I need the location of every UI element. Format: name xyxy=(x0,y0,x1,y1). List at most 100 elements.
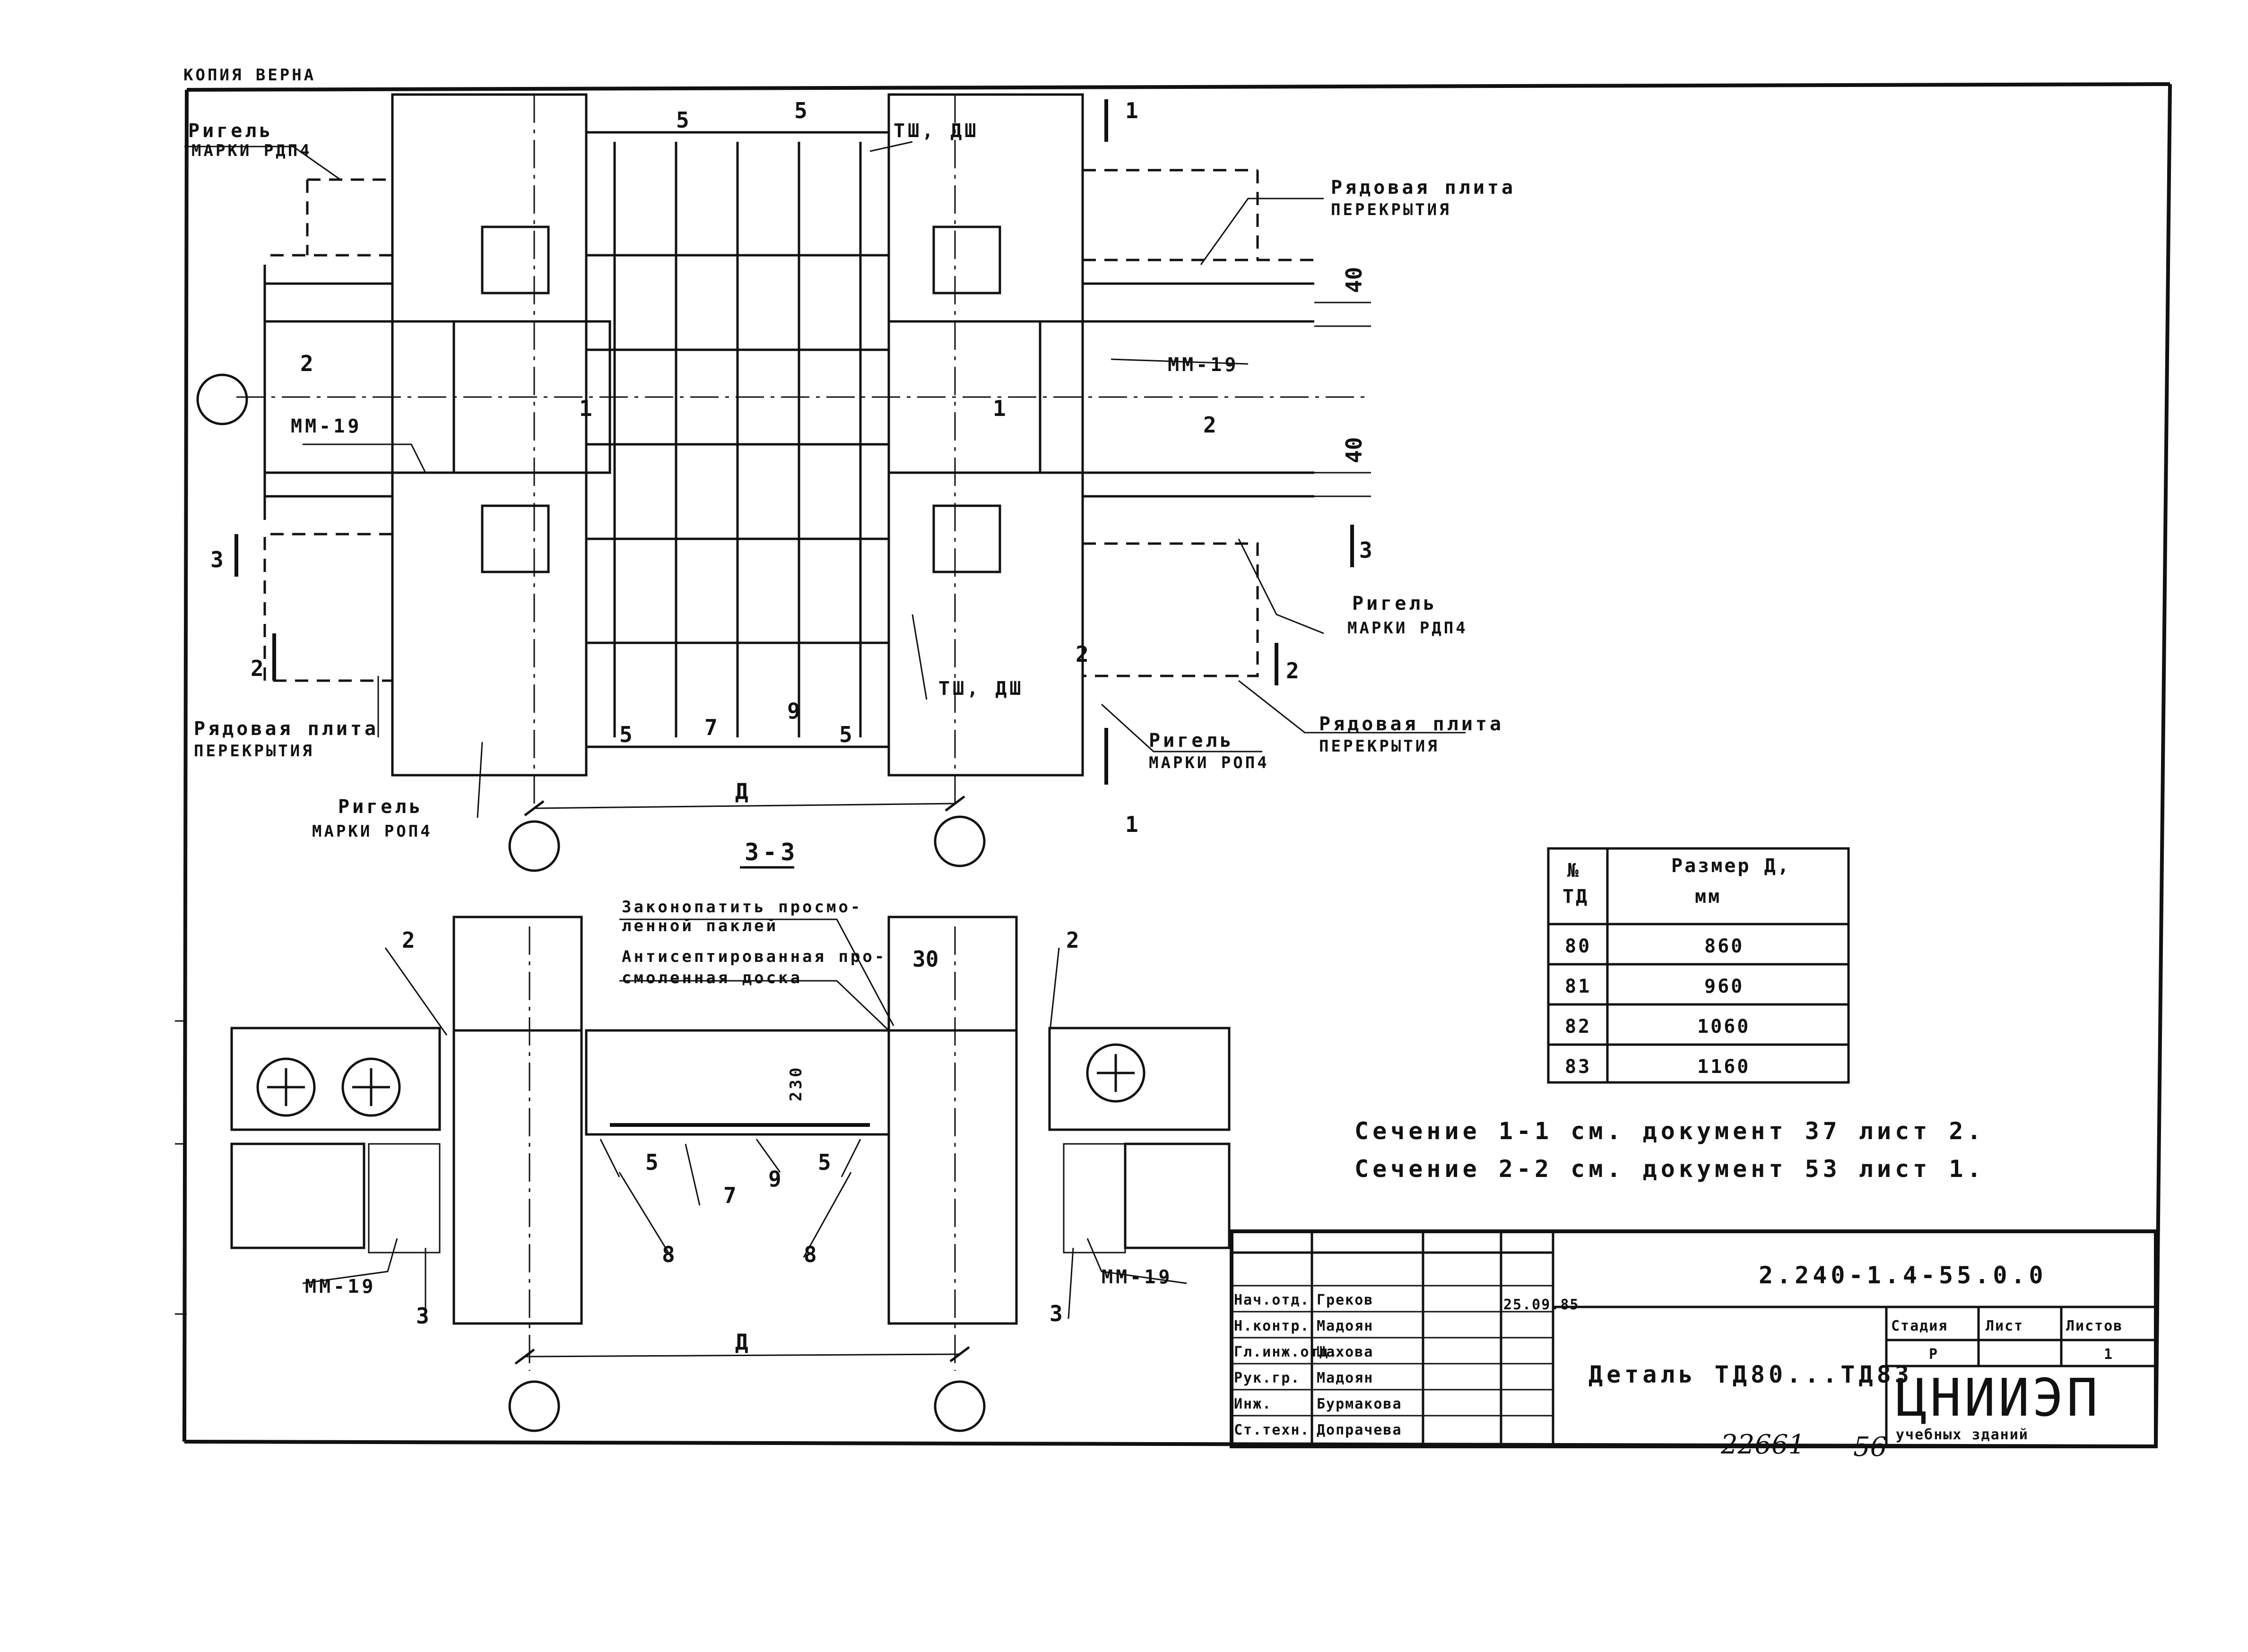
drawing-title: Деталь ТД80...ТД83 xyxy=(1588,1361,1913,1388)
note-section-2-2: Сечение 2-2 см. документ 53 лист 1. xyxy=(1354,1155,1985,1183)
sec-callout-7: 7 xyxy=(723,1183,737,1208)
left-column xyxy=(391,93,588,777)
callout-7: 7 xyxy=(704,715,718,740)
org-sub: учебных зданий xyxy=(1896,1427,2029,1443)
staff-name: Шахова xyxy=(1317,1344,1373,1360)
staff-role: Н.контр. xyxy=(1234,1318,1310,1334)
staff-name: Греков xyxy=(1317,1292,1373,1308)
label-rigel-br-1: Ригель xyxy=(1149,730,1234,752)
size-table: № ТД Размер Д, мм 80 860 81 960 82 1060 … xyxy=(1547,847,1850,1084)
staff-role: Гл.инж.отд. xyxy=(1234,1344,1338,1360)
label-caulk-1: Законопатить просмо- xyxy=(622,898,862,917)
label-tsh-dsh-bottom: ТШ, ДШ xyxy=(938,678,1024,700)
label-rigel-r-1: Ригель xyxy=(1352,593,1438,614)
sheet-frame xyxy=(175,82,2172,1448)
staff-role: Инж. xyxy=(1234,1396,1272,1412)
date: 25.09.85 xyxy=(1503,1297,1580,1313)
label-rigel-r-2: МАРКИ РДП4 xyxy=(1347,619,1468,638)
label-plate-br-2: ПЕРЕКРЫТИЯ xyxy=(1319,737,1440,756)
callout-1b: 1 xyxy=(993,396,1006,421)
sheets-label: Листов xyxy=(2066,1318,2123,1334)
table-row-size: 860 xyxy=(1704,935,1744,957)
label-tsh-dsh-top: ТШ, ДШ xyxy=(894,120,979,142)
cut-1-top: 1 xyxy=(1125,98,1138,123)
table-row-td: 80 xyxy=(1565,935,1591,957)
label-plate-tr-1: Рядовая плита xyxy=(1331,177,1516,199)
label-board-2: смоленная доска xyxy=(622,969,802,987)
callout-5b: 5 xyxy=(794,98,807,123)
staff-role: Ст.техн. xyxy=(1234,1422,1310,1438)
note-section-1-1: Сечение 1-1 см. документ 37 лист 2. xyxy=(1354,1117,1985,1145)
label-rigel-bl-1: Ригель xyxy=(338,796,424,818)
axis-bubble-left xyxy=(196,373,248,425)
sec-cut-3-left: 3 xyxy=(416,1303,429,1329)
callout-5c: 5 xyxy=(619,722,633,747)
label-rigel-tl-2: МАРКИ РДП4 xyxy=(191,141,312,160)
table-row-size: 960 xyxy=(1704,976,1744,997)
stage-value: Р xyxy=(1929,1346,1938,1363)
dim-d-plan: Д xyxy=(735,778,748,804)
copy-stamp: КОПИЯ ВЕРНА xyxy=(183,66,316,85)
callout-5d: 5 xyxy=(839,722,852,747)
doc-code: 2.240-1.4-55.0.0 xyxy=(1759,1262,2047,1289)
label-mm19-left: ММ-19 xyxy=(291,415,362,437)
cut-2-right: 2 xyxy=(1286,658,1299,683)
table-header-unit: мм xyxy=(1695,886,1721,908)
sec-mm19-left: ММ-19 xyxy=(305,1276,376,1297)
staff-role: Нач.отд. xyxy=(1234,1292,1310,1308)
label-plate-tr-2: ПЕРЕКРЫТИЯ xyxy=(1331,200,1451,219)
label-plate-bl-1: Рядовая плита xyxy=(194,718,379,740)
sec-callout-8-left: 8 xyxy=(662,1242,675,1267)
dim-40-top: 40 xyxy=(1341,267,1367,293)
sec-callout-2-right: 2 xyxy=(1066,927,1079,953)
staff-role: Рук.гр. xyxy=(1234,1370,1300,1386)
sheets-value: 1 xyxy=(2104,1346,2113,1363)
section-3-3: 3-3 xyxy=(230,839,1231,1432)
label-mm19-right: ММ-19 xyxy=(1168,354,1239,376)
table-header-no: № xyxy=(1567,860,1580,882)
staff-name: Бурмакова xyxy=(1317,1396,1402,1412)
callout-9: 9 xyxy=(787,698,800,724)
label-rigel-br-2: МАРКИ РОП4 xyxy=(1149,753,1269,772)
label-board-1: Антисептированная про- xyxy=(622,947,886,966)
axis-bubble-bottom-right xyxy=(934,815,986,867)
plan-view: Ригель МАРКИ РДП4 Рядовая плита ПЕРЕКРЫТ… xyxy=(184,93,1516,872)
callout-1a: 1 xyxy=(579,396,592,421)
label-plate-bl-2: ПЕРЕКРЫТИЯ xyxy=(194,742,314,761)
page-number: 56 xyxy=(1853,1432,1887,1462)
sec-callout-2-left: 2 xyxy=(402,927,415,953)
sec-callout-5-right: 5 xyxy=(818,1150,831,1175)
cut-3-right: 3 xyxy=(1359,537,1372,563)
title-block: 2.240-1.4-55.0.0 Деталь ТД80...ТД83 Стад… xyxy=(1230,1229,2158,1448)
axis-bubble-bottom-left xyxy=(508,820,560,872)
label-rigel-tl-1: Ригель xyxy=(188,120,274,142)
sec-callout-8-right: 8 xyxy=(804,1242,817,1267)
cut-2-left: 2 xyxy=(251,656,264,681)
table-row-td: 82 xyxy=(1565,1016,1591,1038)
sec-cut-3-right: 3 xyxy=(1050,1301,1063,1326)
section-title: 3-3 xyxy=(745,839,799,866)
table-row-size: 1060 xyxy=(1697,1016,1750,1038)
table-header-size: Размер Д, xyxy=(1671,855,1791,877)
sec-mm19-right: ММ-19 xyxy=(1102,1266,1172,1288)
dim-30: 30 xyxy=(912,946,938,972)
callout-2c: 2 xyxy=(1076,641,1089,667)
callout-2a: 2 xyxy=(300,351,313,376)
sheet-label: Лист xyxy=(1986,1318,2023,1334)
callout-2b: 2 xyxy=(1203,412,1216,438)
dim-230: 230 xyxy=(787,1065,806,1101)
right-column xyxy=(887,93,1084,777)
label-caulk-2: ленной паклей xyxy=(622,917,778,935)
staff-name: Мадоян xyxy=(1317,1318,1373,1334)
callout-5a: 5 xyxy=(676,107,689,133)
org-name: ЦНИИЭП xyxy=(1896,1367,2100,1428)
label-plate-br-1: Рядовая плита xyxy=(1319,713,1504,735)
sec-callout-5-left: 5 xyxy=(645,1150,659,1175)
table-row-td: 81 xyxy=(1565,976,1591,997)
sec-callout-9: 9 xyxy=(768,1166,781,1192)
staff-name: Мадоян xyxy=(1317,1370,1373,1386)
table-row-size: 1160 xyxy=(1697,1056,1750,1078)
dim-40-bottom: 40 xyxy=(1341,437,1367,463)
cut-3-left: 3 xyxy=(210,547,224,572)
